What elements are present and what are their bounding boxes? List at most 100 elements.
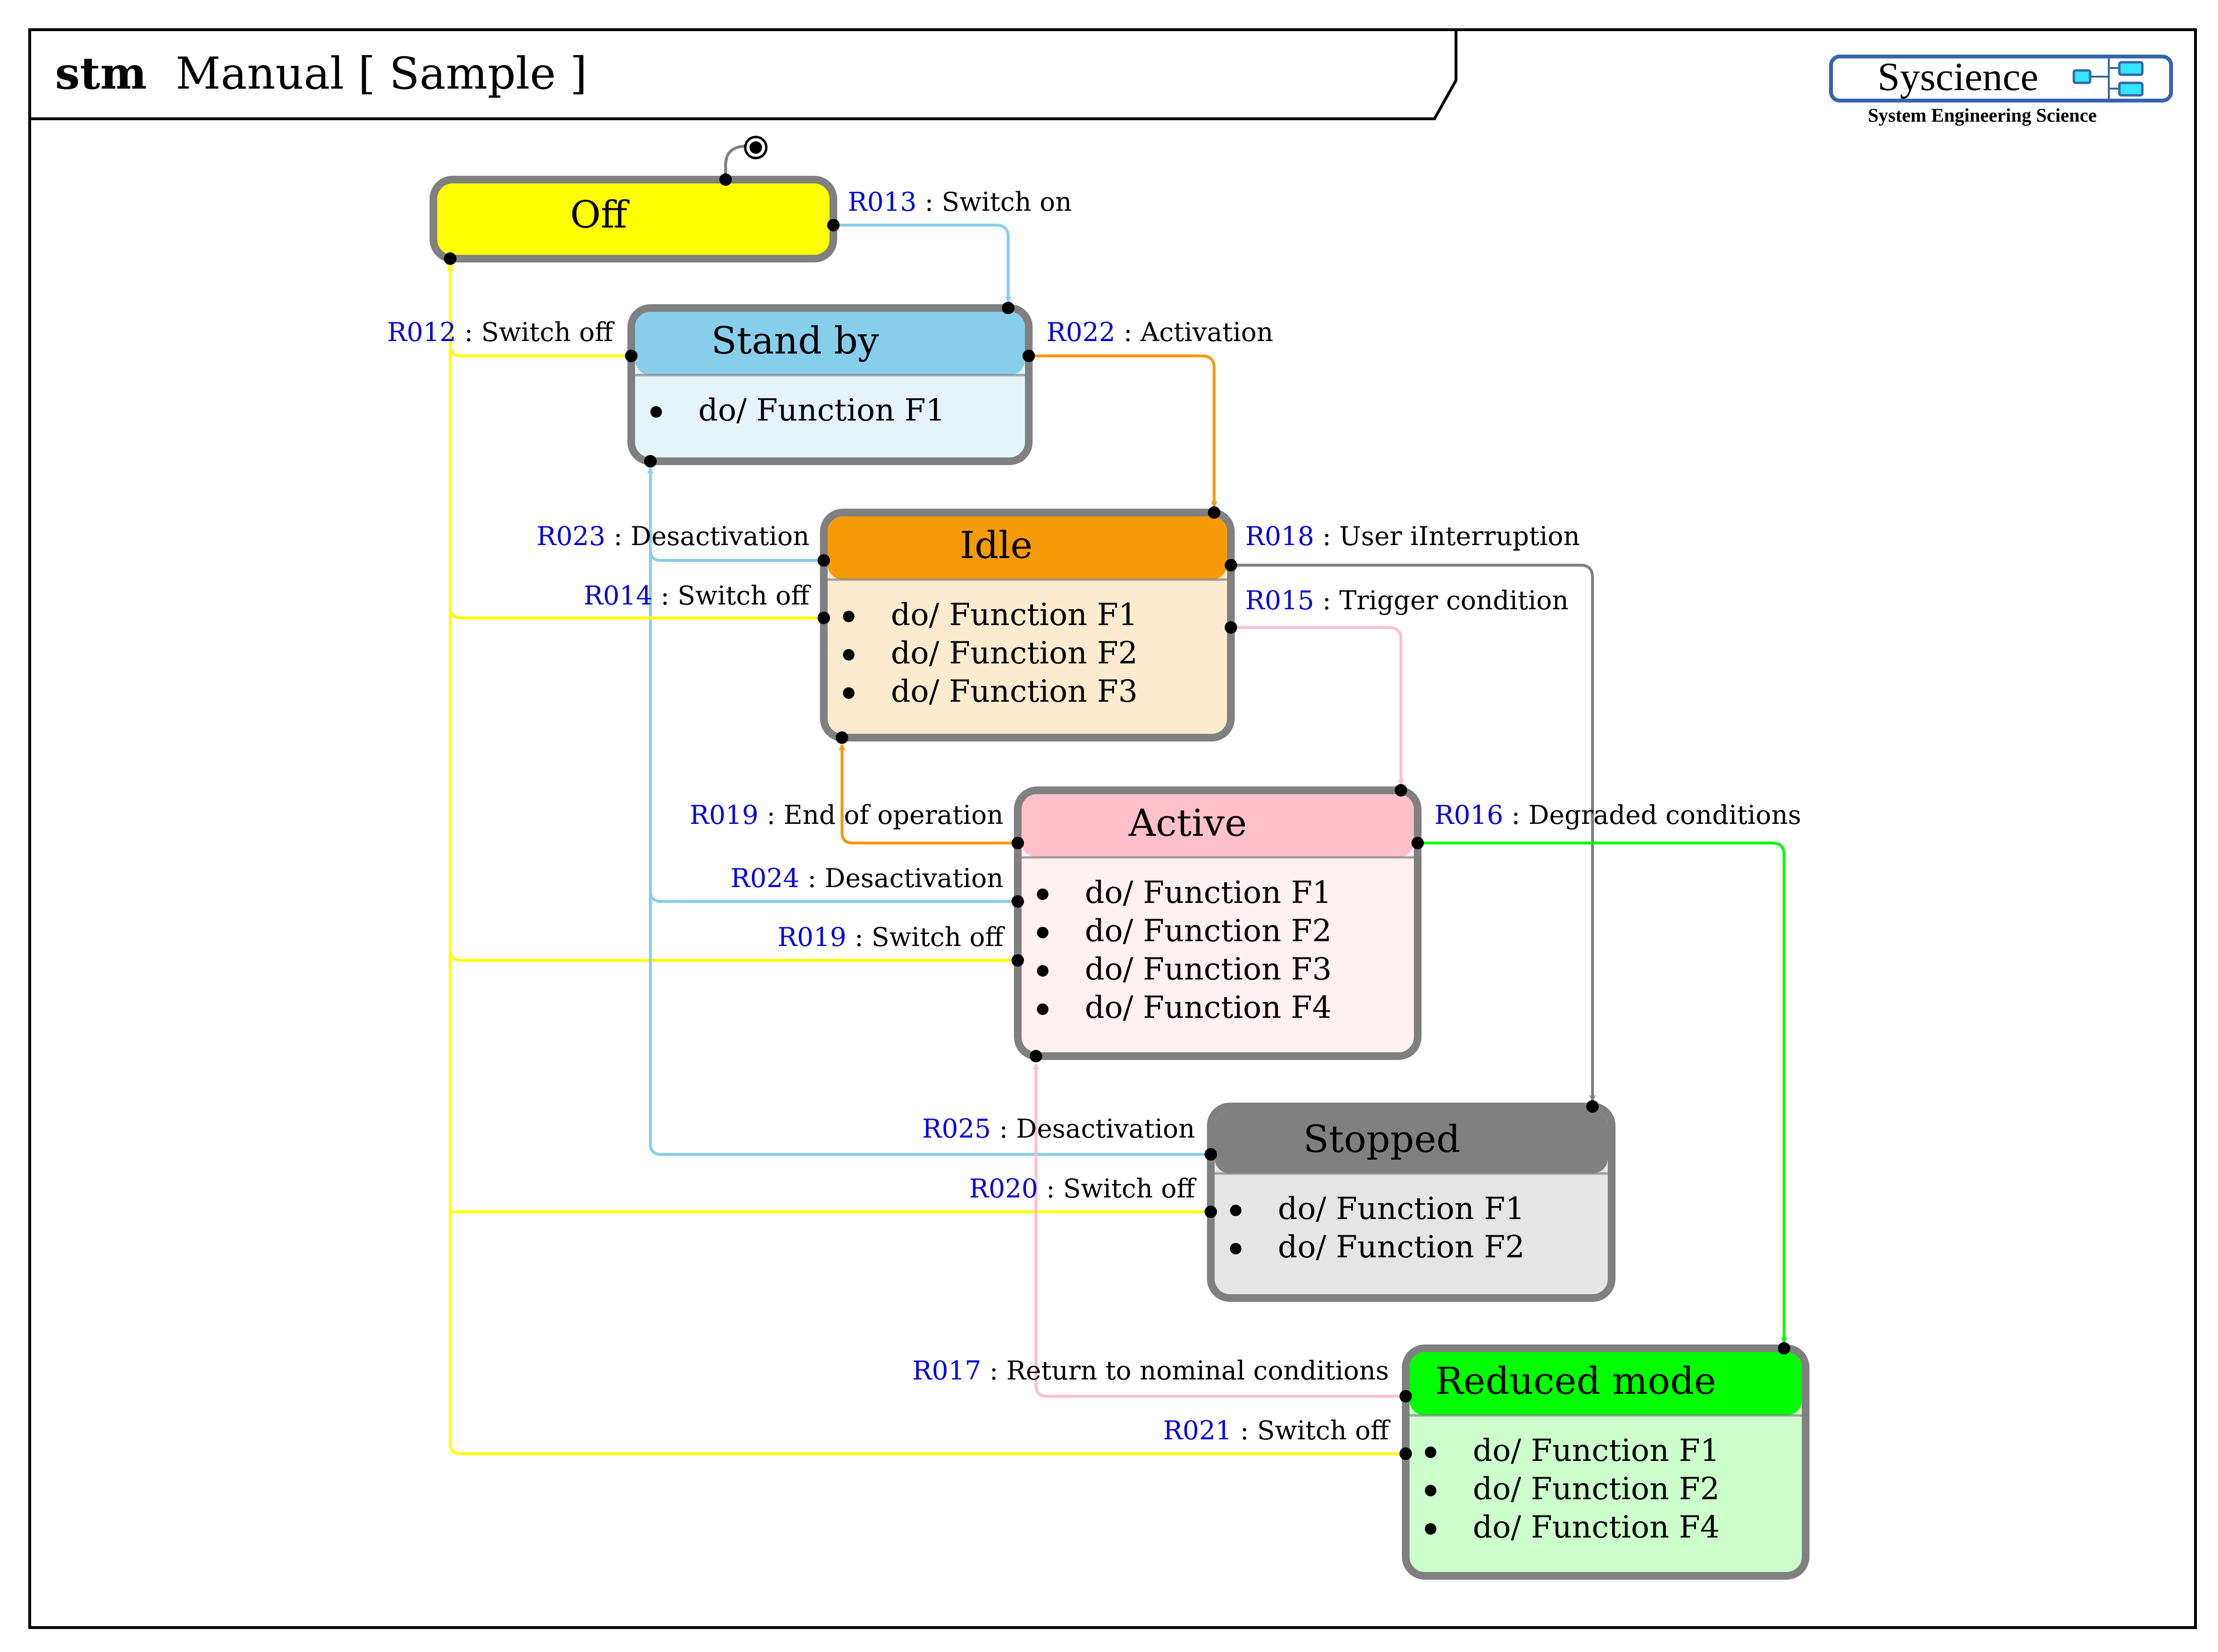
- endpoint-dot: [1225, 559, 1237, 571]
- frame-keyword: stm: [55, 47, 147, 99]
- bullet-icon: [1425, 1523, 1436, 1535]
- state-name: Stand by: [711, 319, 879, 363]
- bullet-icon: [1037, 965, 1048, 977]
- state-name: Stopped: [1303, 1118, 1460, 1161]
- transition-trigger: : End of operation: [759, 800, 1003, 830]
- transition-r016-line[interactable]: [1418, 842, 1784, 1343]
- transition-label: R021 : Switch off: [1163, 1415, 1390, 1446]
- transition-id: R025: [922, 1114, 991, 1144]
- transition-label: R017 : Return to nominal conditions: [912, 1356, 1389, 1386]
- transition-trigger: : Switch off: [1232, 1415, 1390, 1446]
- endpoint-dot: [1205, 1148, 1217, 1161]
- transition-trigger: : Switch on: [917, 187, 1072, 217]
- state-activity: do/ Function F3: [1085, 952, 1332, 987]
- state-activity: do/ Function F4: [1473, 1510, 1720, 1545]
- endpoint-dot: [1778, 1342, 1790, 1355]
- transition-id: R017: [912, 1356, 981, 1386]
- state-off[interactable]: Off: [430, 176, 837, 262]
- state-activity: do/ Function F3: [891, 674, 1138, 709]
- transition-id: R019: [777, 922, 846, 952]
- transition-r019a-line[interactable]: [842, 745, 1018, 844]
- endpoint-dot: [1012, 954, 1024, 967]
- transition-id: R024: [730, 863, 799, 893]
- transition-id: R019: [690, 800, 759, 830]
- bullet-icon: [843, 687, 854, 699]
- transition-r017-line[interactable]: [1036, 1064, 1406, 1398]
- state-header: [828, 516, 1227, 580]
- endpoint-dot: [1208, 506, 1220, 519]
- transition-r018-line[interactable]: [1231, 564, 1592, 1101]
- endpoint-dot: [836, 731, 848, 744]
- transition-r025-line[interactable]: [649, 891, 1211, 1156]
- transition-r014-line[interactable]: [449, 607, 824, 619]
- transition-r023-line[interactable]: [650, 468, 824, 562]
- endpoint-dot: [818, 612, 830, 624]
- transition-label: R012 : Switch off: [387, 317, 614, 347]
- transition-id: R013: [848, 187, 917, 217]
- transition-r012-line[interactable]: [450, 266, 631, 357]
- transition-r022-line[interactable]: [1029, 354, 1214, 507]
- endpoint-dot: [1205, 1206, 1217, 1218]
- transition-r021-line[interactable]: [449, 950, 1406, 1455]
- transition-trigger: : Degraded conditions: [1503, 800, 1801, 830]
- transition-id: R023: [536, 521, 605, 551]
- logo-name: Syscience: [1877, 55, 2038, 99]
- bullet-icon: [1425, 1485, 1436, 1496]
- endpoint-dot: [1586, 1100, 1599, 1113]
- state-activity: do/ Function F2: [1473, 1471, 1720, 1507]
- state-activity: do/ Function F1: [1473, 1433, 1720, 1469]
- transition-trigger: : Switch off: [846, 922, 1005, 952]
- endpoint-dot: [1030, 1050, 1042, 1062]
- transition-trigger: : Trigger condition: [1314, 585, 1569, 615]
- transition-r013-line[interactable]: [833, 224, 1008, 302]
- state-body: [430, 176, 837, 262]
- transition-id: R022: [1046, 317, 1115, 347]
- state-standby[interactable]: Stand by do/ Function F1: [627, 304, 1033, 465]
- transition-id: R014: [583, 581, 652, 611]
- transition-trigger: : Desactivation: [605, 521, 809, 551]
- state-name: Idle: [960, 524, 1033, 567]
- transition-label: R022 : Activation: [1046, 317, 1273, 347]
- endpoint-dot: [625, 350, 637, 362]
- transition-trigger: : Switch off: [456, 317, 614, 347]
- logo-tagline: System Engineering Science: [1868, 104, 2097, 126]
- transition-id: R020: [969, 1173, 1038, 1204]
- transition-trigger: : Switch off: [652, 581, 811, 611]
- state-activity: do/ Function F4: [1085, 990, 1332, 1025]
- transition-r015-line[interactable]: [1231, 626, 1401, 785]
- endpoint-dot: [818, 554, 830, 567]
- transition-id: R021: [1163, 1415, 1232, 1446]
- state-activity: do/ Function F2: [1085, 913, 1332, 949]
- state-header: [1022, 794, 1414, 857]
- transition-label: R015 : Trigger condition: [1245, 585, 1569, 615]
- transition-trigger: : User iInterruption: [1314, 521, 1580, 551]
- transition-id: R018: [1245, 521, 1314, 551]
- endpoint-dot: [1399, 1390, 1412, 1402]
- bullet-icon: [1425, 1447, 1436, 1458]
- transition-label: R018 : User iInterruption: [1245, 521, 1580, 551]
- transition-id: R015: [1245, 585, 1314, 615]
- endpoint-dot: [1002, 302, 1014, 314]
- transition-labels-layer: R013 : Switch on R012 : Switch off R022 : …: [387, 187, 1801, 1446]
- endpoint-dot: [1225, 621, 1237, 634]
- transition-label: R023 : Desactivation: [536, 521, 809, 551]
- final-state[interactable]: [719, 136, 768, 186]
- bullet-icon: [843, 649, 854, 661]
- endpoint-dot: [827, 219, 840, 231]
- transition-label: R019 : Switch off: [777, 922, 1005, 952]
- endpoint-dot: [1399, 1447, 1412, 1460]
- transition-label: R016 : Degraded conditions: [1434, 800, 1801, 830]
- transition-label: R014 : Switch off: [583, 581, 811, 611]
- transition-trigger: : Desactivation: [991, 1114, 1195, 1144]
- state-activity: do/ Function F1: [1085, 875, 1332, 911]
- bullet-icon: [1037, 927, 1048, 938]
- state-activity: do/ Function F1: [1278, 1191, 1525, 1227]
- state-header: [1410, 1352, 1802, 1415]
- state-activity: do/ Function F1: [698, 393, 945, 428]
- endpoint-dot: [444, 252, 456, 265]
- logo-border: [1829, 55, 2173, 103]
